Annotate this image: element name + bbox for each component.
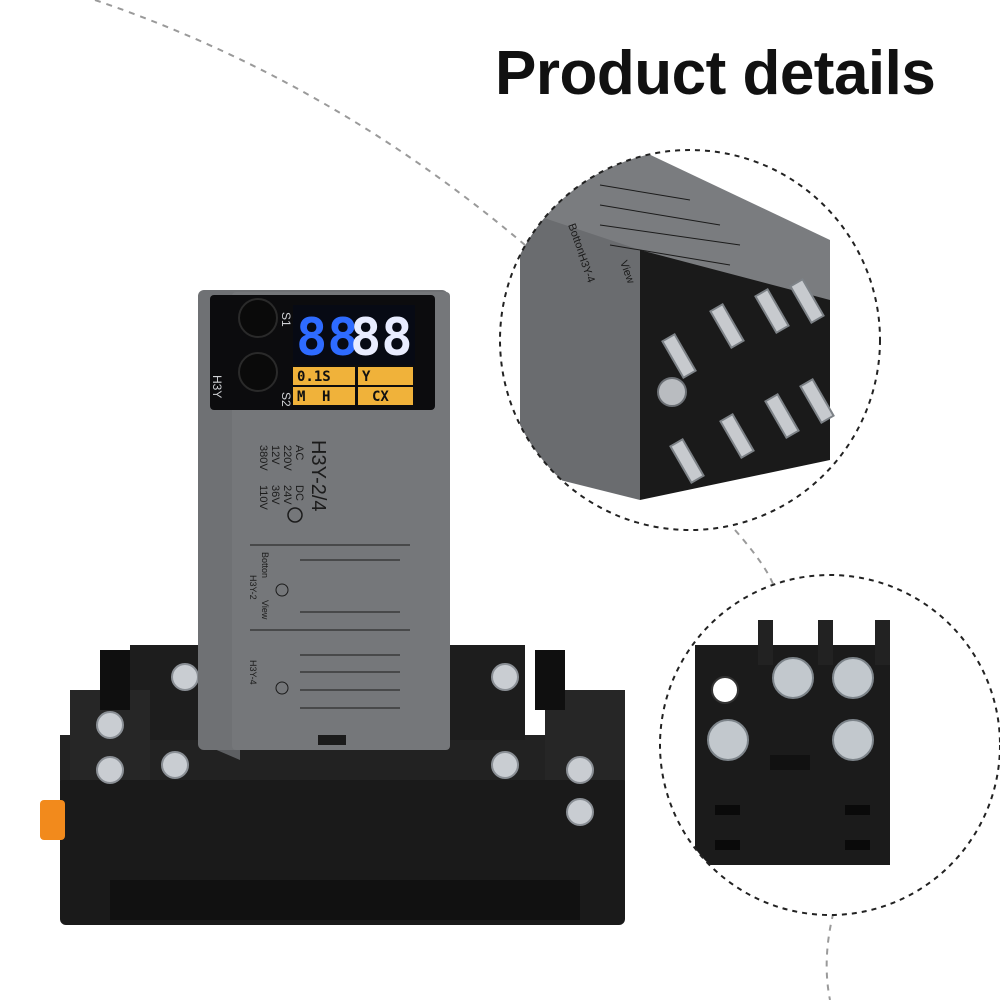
diagram-bottom-label: Botton	[260, 552, 270, 578]
certification-mark-icon	[287, 507, 303, 523]
dashed-connector-top	[94, 0, 526, 246]
voltage-36: 36V	[269, 485, 281, 505]
display-label-h: H	[322, 389, 330, 405]
relay-body: 88 88 0.1S Y M H CX S1 S2 H3Y H3Y-2/4 AC…	[198, 290, 450, 760]
display-top-digits: 88	[296, 308, 359, 368]
voltage-12: 12V	[269, 445, 281, 465]
zoom-detail-pins: Botton H3Y-4 View	[500, 150, 880, 530]
headline: Product details	[495, 39, 936, 108]
clip-orange	[40, 800, 65, 840]
led-display: 88 88 0.1S Y M H CX	[293, 305, 415, 405]
voltage-ac: AC	[293, 445, 305, 460]
voltage-110: 110V	[257, 485, 269, 511]
diagram-view-label: View	[260, 600, 270, 620]
zoom-circle-top	[499, 149, 881, 531]
zoom-circle-bottom	[659, 574, 1000, 916]
relay-pins	[661, 277, 835, 485]
label-side-model: H3Y	[210, 375, 224, 398]
voltage-220: 220V	[281, 445, 293, 471]
voltage-table: AC DC 220V 24V 12V 36V 380V 110V	[257, 445, 305, 511]
socket-screws	[707, 657, 874, 761]
voltage-dc: DC	[293, 485, 305, 501]
display-label-m: M	[297, 389, 305, 405]
diagram-h3y2-label: H3Y-2	[248, 575, 258, 600]
mount-hole	[711, 676, 739, 704]
voltage-380: 380V	[257, 445, 269, 471]
display-label-time: 0.1S	[297, 369, 331, 385]
display-bottom-digits: 88	[350, 308, 413, 368]
button-s2	[238, 352, 278, 392]
display-label-cx: CX	[372, 389, 389, 405]
model-label: H3Y-2/4	[307, 440, 329, 512]
label-s2: S2	[279, 392, 293, 407]
zoom-screw-icon	[657, 377, 687, 407]
diagram-h3y4-label: H3Y-4	[248, 660, 258, 685]
voltage-24: 24V	[281, 485, 293, 505]
display-label-y: Y	[362, 369, 371, 385]
dashed-connector-middle	[734, 529, 776, 591]
label-s1: S1	[279, 312, 293, 327]
button-s1	[238, 298, 278, 338]
wiring-diagram	[250, 544, 410, 709]
zoom-detail-socket	[660, 575, 1000, 915]
